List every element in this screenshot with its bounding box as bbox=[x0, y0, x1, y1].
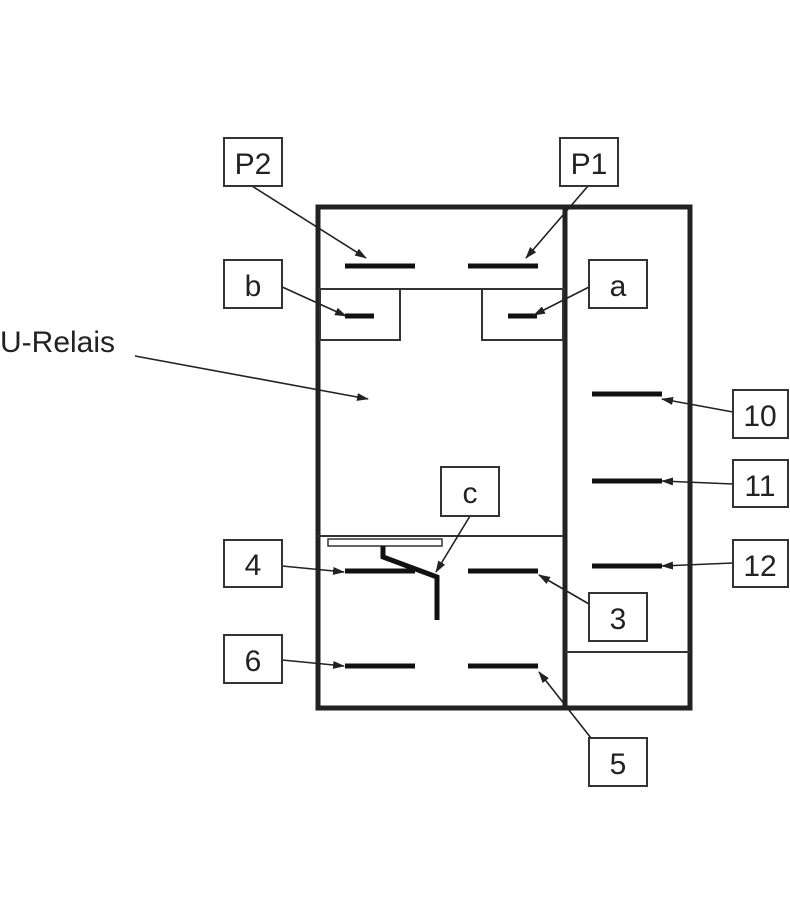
label-b-text: b bbox=[245, 270, 262, 303]
callout-arrows bbox=[134, 185, 734, 739]
label-p2: P2 bbox=[223, 137, 283, 187]
label-3-text: 3 bbox=[610, 603, 627, 636]
label-a-text: a bbox=[610, 270, 627, 303]
label-12: 12 bbox=[732, 539, 789, 588]
label-3: 3 bbox=[588, 592, 648, 642]
label-6-text: 6 bbox=[245, 645, 262, 678]
label-12-text: 12 bbox=[743, 550, 776, 583]
label-b: b bbox=[223, 259, 283, 309]
contact-bars bbox=[345, 263, 662, 669]
label-c: c bbox=[440, 466, 500, 517]
label-p1: P1 bbox=[559, 137, 619, 187]
label-5-text: 5 bbox=[610, 748, 627, 781]
label-11: 11 bbox=[732, 459, 789, 508]
label-10-text: 10 bbox=[743, 400, 776, 433]
label-10: 10 bbox=[732, 389, 789, 439]
label-c-text: c bbox=[463, 477, 478, 510]
label-p2-text: P2 bbox=[235, 148, 272, 181]
label-4-text: 4 bbox=[245, 549, 262, 582]
label-p1-text: P1 bbox=[571, 148, 608, 181]
label-5: 5 bbox=[588, 737, 648, 787]
label-6: 6 bbox=[223, 634, 283, 684]
label-u-relais: U-Relais bbox=[0, 326, 115, 359]
label-4: 4 bbox=[223, 539, 283, 588]
label-a: a bbox=[588, 259, 648, 309]
relay-housing bbox=[315, 204, 693, 711]
label-11-text: 11 bbox=[744, 470, 775, 503]
switch-contact bbox=[327, 538, 443, 620]
